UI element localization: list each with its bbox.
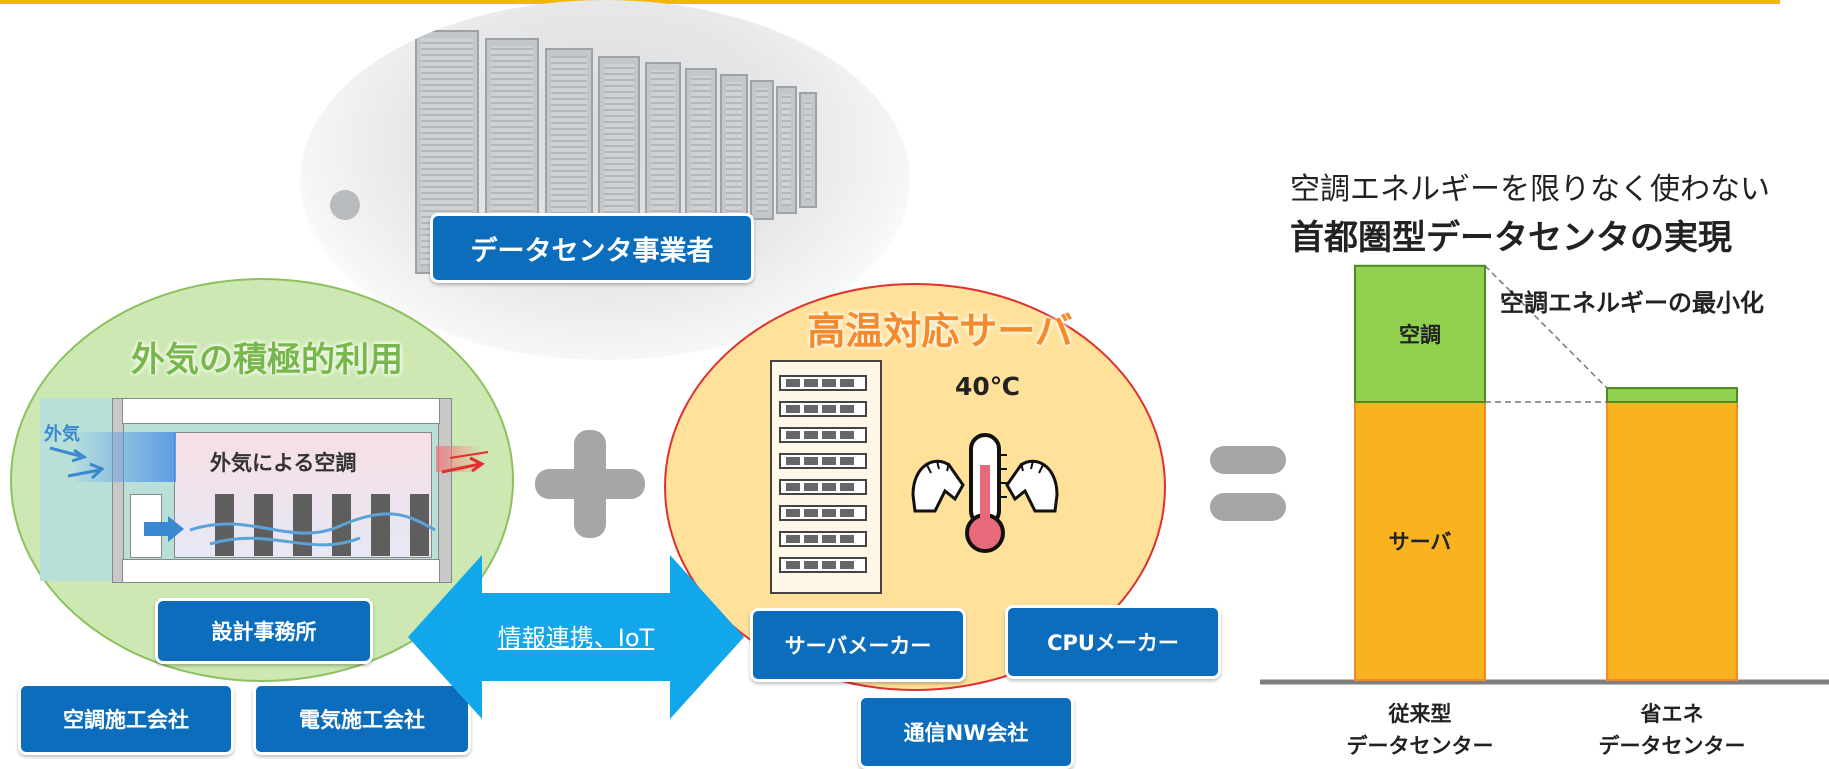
design-office-button: 設計事務所 [155, 598, 373, 664]
bar-aircon-1 [1606, 387, 1738, 404]
energy-chart-svg [1260, 264, 1829, 685]
energy-chart: 空調サーバ空調エネルギーの最小化従来型データセンター省エネデータセンター [1260, 255, 1829, 767]
aircon-contractor-button: 空調施工会社 [18, 683, 234, 755]
bar-server-0 [1354, 401, 1486, 681]
plus-sign-vertical [574, 430, 606, 538]
equals-sign-top [1210, 446, 1286, 474]
operator-label: データセンタ事業者 [430, 213, 754, 283]
category-label-line: データセンター [1346, 734, 1494, 758]
telecom-company-button: 通信NW会社 [858, 695, 1074, 769]
result-title: 首都圏型データセンタの実現 [1290, 218, 1732, 258]
result-subtitle: 空調エネルギーを限りなく使わない [1290, 172, 1770, 207]
top-accent-line [0, 0, 1780, 4]
category-label-line: データセンター [1598, 734, 1746, 758]
info-link-label: 情報連携、IoT [497, 624, 655, 652]
temperature-label: 40℃ [955, 372, 1021, 401]
server-rack-icon [770, 360, 882, 594]
outside-air-title: 外気の積極的利用 [131, 340, 403, 380]
series-label-server: サーバ [1388, 530, 1452, 554]
dashed-connector-top [1484, 265, 1608, 389]
bar-server-1 [1606, 401, 1738, 681]
cpu-maker-button: CPUメーカー [1005, 605, 1221, 679]
high-temp-server-title: 高温対応サーバ [807, 309, 1073, 353]
series-label-aircon: 空調 [1399, 322, 1441, 347]
category-label-0: 従来型データセンター [1310, 698, 1530, 762]
server-maker-button: サーバメーカー [750, 608, 966, 682]
aircon-by-outside-air-label: 外気による空調 [210, 451, 357, 475]
category-label-line: 省エネ [1640, 702, 1704, 726]
equals-sign-bottom [1210, 493, 1286, 521]
outside-air-label: 外気 [44, 424, 80, 445]
category-label-line: 従来型 [1388, 702, 1452, 726]
double-arrow [408, 555, 744, 719]
category-label-1: 省エネデータセンター [1562, 698, 1782, 762]
building-diagram [40, 398, 489, 583]
bar-aircon-0 [1354, 264, 1486, 404]
electric-contractor-button: 電気施工会社 [253, 683, 471, 755]
strong-thermometer-icon [911, 433, 1059, 553]
annotation-minimize-aircon: 空調エネルギーの最小化 [1500, 288, 1764, 317]
